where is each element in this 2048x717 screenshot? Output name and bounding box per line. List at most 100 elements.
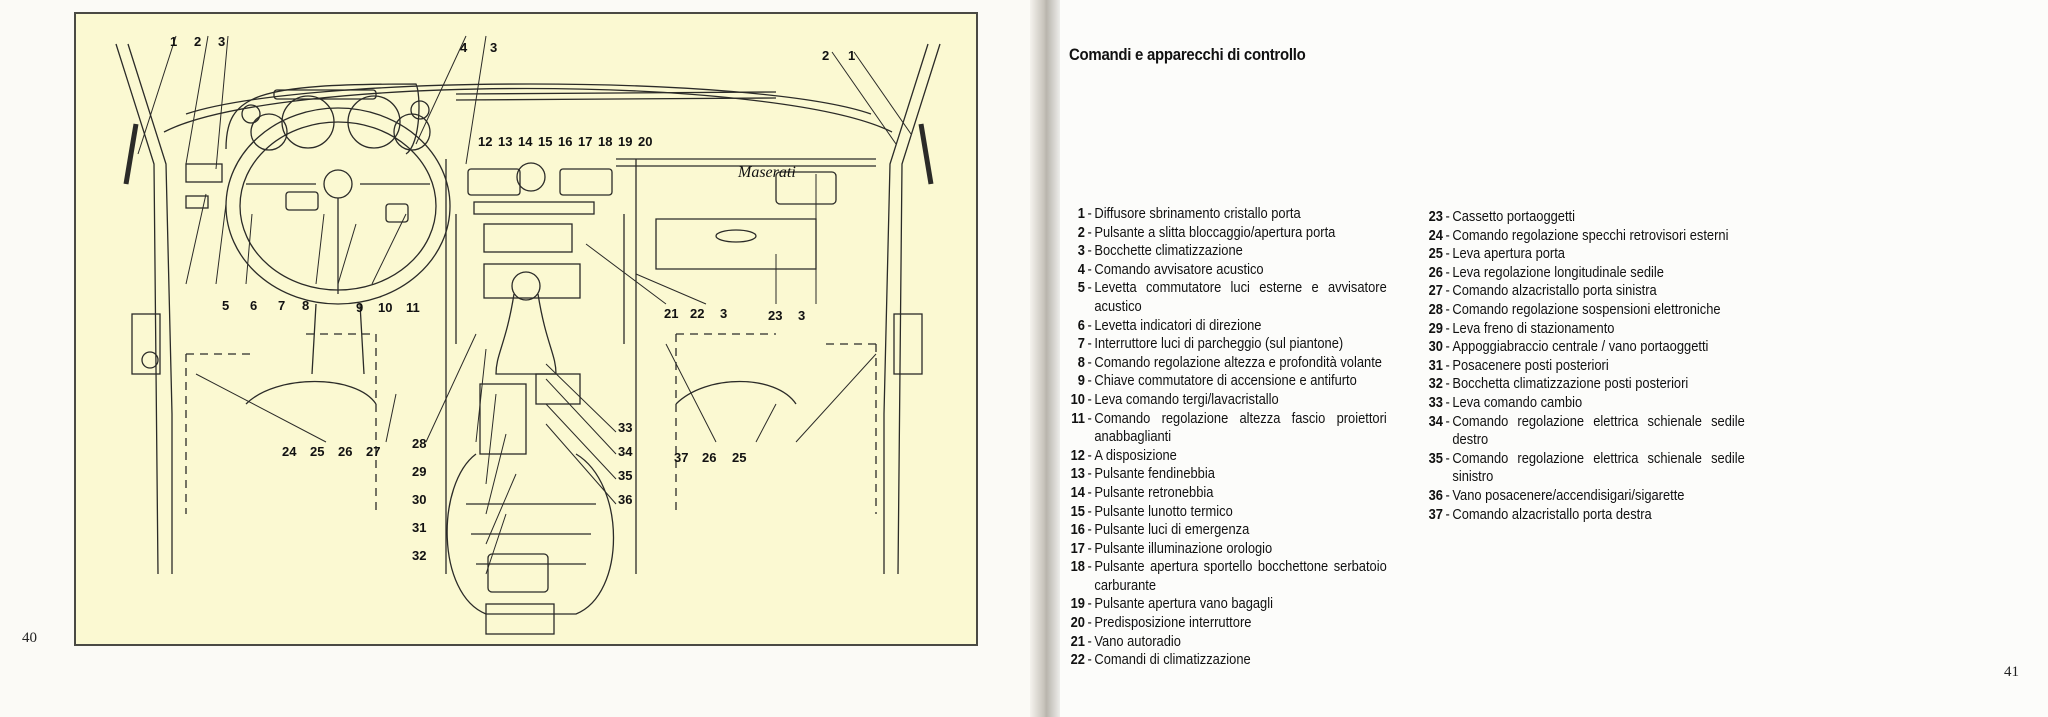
legend-item: 6-Levetta indicatori di direzione: [1066, 317, 1387, 336]
callout-label: 25: [310, 444, 325, 459]
legend-text: Predisposizione interruttore: [1094, 614, 1252, 632]
callout-label: 13: [498, 134, 513, 149]
legend-number: 7: [1077, 335, 1085, 353]
callout-label: 27: [366, 444, 381, 459]
page-title: Comandi e apparecchi di controllo: [1069, 45, 1306, 64]
legend-text: Pulsante apertura vano bagagli: [1094, 595, 1273, 613]
legend-number: 12: [1070, 446, 1085, 464]
callout-label: 32: [412, 548, 427, 563]
callout-label: 18: [598, 134, 613, 149]
legend-item: 22-Comandi di climatizzazione: [1066, 651, 1387, 670]
legend-number: 15: [1070, 502, 1085, 520]
legend-text: Comando regolazione elettrica schienale …: [1452, 412, 1745, 449]
page-number-left: 40: [22, 630, 37, 646]
legend-number: 33: [1428, 393, 1443, 411]
legend-item: 13-Pulsante fendinebbia: [1066, 465, 1387, 484]
legend-item: 9-Chiave commutatore di accensione e ant…: [1066, 372, 1387, 391]
callout-label: 31: [412, 520, 427, 535]
legend-number: 18: [1070, 558, 1085, 576]
legend-number: 16: [1070, 521, 1085, 539]
callout-label: 11: [406, 300, 420, 315]
callout-label: 26: [702, 450, 717, 465]
legend-text: Pulsante retronebbia: [1094, 483, 1214, 501]
legend-number: 17: [1070, 539, 1085, 557]
callout-label: 2: [194, 34, 202, 49]
legend-text: Comando avvisatore acustico: [1094, 260, 1264, 278]
legend-item: 16-Pulsante luci di emergenza: [1066, 521, 1387, 540]
legend-text: Comando regolazione specchi retrovisori …: [1452, 226, 1729, 244]
legend-number: 31: [1428, 356, 1443, 374]
callout-label: 26: [338, 444, 353, 459]
dashboard-illustration: [115, 35, 941, 635]
legend-item: 33-Leva comando cambio: [1424, 394, 1745, 413]
legend-text: Pulsante a slitta bloccaggio/apertura po…: [1094, 223, 1336, 241]
legend-item: 26-Leva regolazione longitudinale sedile: [1424, 264, 1745, 283]
callout-label: 20: [638, 134, 653, 149]
legend-text: Chiave commutatore di accensione e antif…: [1094, 372, 1357, 390]
callout-label: 35: [618, 468, 633, 483]
callout-label: 4: [460, 40, 468, 55]
callout-label: 3: [490, 40, 498, 55]
legend-number: 9: [1077, 372, 1085, 390]
legend-text: Vano posacenere/accendisigari/sigarette: [1452, 486, 1685, 504]
legend-text: Pulsante illuminazione orologio: [1094, 539, 1273, 557]
legend-text: Comando regolazione elettrica schienale …: [1452, 449, 1745, 486]
legend-number: 30: [1428, 338, 1443, 356]
legend-text: Pulsante fendinebbia: [1094, 465, 1215, 483]
legend-item: 21-Vano autoradio: [1066, 633, 1387, 652]
legend-text: Leva apertura porta: [1452, 245, 1565, 263]
callout-label: 17: [578, 134, 593, 149]
legend-item: 1-Diffusore sbrinamento cristallo porta: [1066, 205, 1387, 224]
callout-label: 1: [170, 34, 178, 49]
legend-item: 27-Comando alzacristallo porta sinistra: [1424, 282, 1745, 301]
legend-item: 14-Pulsante retronebbia: [1066, 484, 1387, 503]
callout-label: 3: [798, 308, 806, 323]
legend-text: Leva regolazione longitudinale sedile: [1452, 263, 1664, 281]
legend-item: 11-Comando regolazione altezza fascio pr…: [1066, 409, 1386, 447]
legend-text: Bocchetta climatizzazione posti posterio…: [1452, 375, 1689, 393]
legend-number: 2: [1077, 223, 1085, 241]
legend-number: 27: [1428, 282, 1443, 300]
legend-item: 2-Pulsante a slitta bloccaggio/apertura …: [1066, 224, 1387, 243]
callout-label: 15: [538, 134, 553, 149]
callout-label: 6: [250, 298, 258, 313]
legend-text: Comando alzacristallo porta sinistra: [1452, 282, 1657, 300]
legend-text: Pulsante luci di emergenza: [1094, 521, 1250, 539]
legend-text: Levetta commutatore luci esterne e avvis…: [1094, 279, 1387, 315]
callout-label: 29: [412, 464, 427, 479]
legend-number: 22: [1070, 651, 1085, 669]
book-gutter: [1030, 0, 1060, 717]
legend-number: 23: [1428, 208, 1443, 225]
legend-number: 26: [1428, 263, 1443, 281]
legend-text: Cassetto portaoggetti: [1452, 208, 1576, 225]
legend-item: 12-A disposizione: [1066, 447, 1387, 466]
legend-item: 37-Comando alzacristallo porta destra: [1424, 506, 1745, 525]
legend-item: 24-Comando regolazione specchi retroviso…: [1424, 227, 1745, 246]
legend-number: 11: [1071, 409, 1085, 427]
legend-number: 37: [1428, 505, 1443, 523]
legend-item: 3-Bocchette climatizzazione: [1066, 242, 1387, 261]
legend-number: 6: [1077, 316, 1085, 334]
legend-number: 1: [1077, 205, 1085, 222]
legend-item: 25-Leva apertura porta: [1424, 245, 1745, 264]
legend-text: Appoggiabraccio centrale / vano portaogg…: [1452, 338, 1709, 356]
legend-text: Vano autoradio: [1094, 632, 1181, 650]
legend-number: 10: [1070, 390, 1085, 408]
callout-label: 10: [378, 300, 393, 315]
legend-item: 23-Cassetto portaoggetti: [1424, 208, 1745, 227]
callout-label: 12: [478, 134, 493, 149]
legend-number: 36: [1428, 486, 1443, 504]
legend-text: Pulsante lunotto termico: [1094, 502, 1233, 520]
legend-number: 14: [1070, 483, 1085, 501]
callout-label: 16: [558, 134, 573, 149]
callout-label: 14: [518, 134, 533, 149]
callout-label: 23: [768, 308, 783, 323]
legend-item: 17-Pulsante illuminazione orologio: [1066, 540, 1387, 559]
callout-label: 8: [302, 298, 310, 313]
right-page: [1048, 0, 2048, 717]
legend-number: 24: [1428, 226, 1443, 244]
callout-label: 1: [848, 48, 856, 63]
legend-text: A disposizione: [1094, 446, 1177, 464]
legend-text: Leva freno di stazionamento: [1452, 319, 1615, 337]
legend-number: 3: [1077, 242, 1085, 260]
